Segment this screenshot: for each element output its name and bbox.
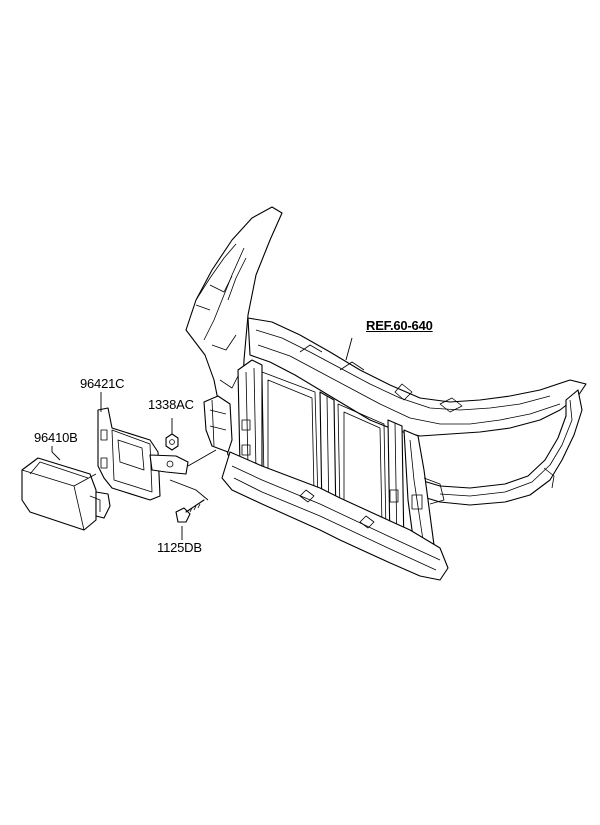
sensor-unit-part [21, 457, 111, 531]
bolt-part [175, 499, 205, 523]
nut-part [165, 433, 179, 451]
bracket-part-number: 96421C [80, 376, 125, 391]
front-end-module-panel [185, 206, 587, 581]
leader-lines [51, 337, 353, 540]
bolt-part-number: 1125DB [157, 540, 202, 555]
nut-part-number: 1338AC [148, 397, 194, 412]
sensor-part-number: 96410B [34, 430, 78, 445]
ref-callout: REF.60-640 [366, 318, 433, 333]
bracket-part [97, 407, 189, 501]
